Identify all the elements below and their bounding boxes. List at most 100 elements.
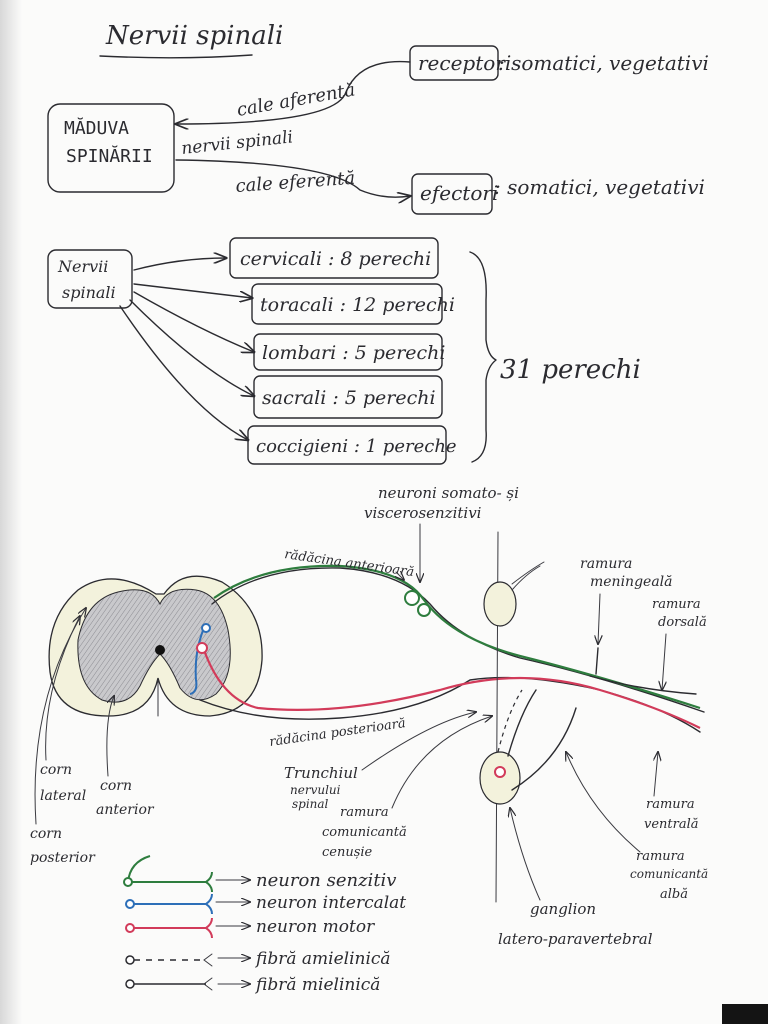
label-posterior-root: rădăcina posterioară [268,716,406,750]
classification-item-sacral: sacrali : 5 perechi [262,387,436,409]
receptors-label: receptori [418,51,511,75]
classification-arrow-coccygeal [119,305,248,440]
label-white-ramus-3: albă [660,887,688,902]
effectors-types: : somatici, vegetativi [494,175,705,199]
label-ganglion-2: latero-paravertebral [498,930,653,948]
label-dorsal-branch-2: dorsală [658,615,707,630]
classification-brace [469,251,497,463]
label-ganglion-1: ganglion [530,900,596,918]
label-trunk-2: nervului [290,783,341,797]
legend: neuron senzitiv neuron intercalat neuron… [123,855,406,995]
meningeal-branch [595,647,599,675]
label-sensory-neurons-2: viscerosenzitivi [364,504,482,522]
efferent-path-arrow [175,159,410,197]
classification-item-coccygeal: coccigieni : 1 pereche [256,436,457,457]
anterior-root-outline [211,567,705,713]
ganglion-rootlets [511,561,545,591]
pointer-anterior-root [396,572,404,580]
title-underline [99,54,253,59]
spinal-nerves-label: nervii spinali [180,127,294,159]
classification-total: 31 perechi [500,355,641,385]
classification-item-cervical-box [229,237,439,279]
label-white-ramus-1: ramura [636,849,685,864]
label-grey-ramus-3: cenușie [322,845,373,860]
spinal-cord-label-1: MĂDUVA [64,117,129,139]
label-trunk-3: spinal [292,797,329,811]
motor-neuron-cell [196,642,208,654]
pointer-anterior-horn [106,696,114,777]
spinal-cord-box [47,103,175,193]
legend-label-amyelinic: fibră amielinică [254,949,391,969]
label-anterior-horn-1: corn [100,778,132,794]
interneuron-cell [201,623,211,633]
effectors-label: efectori [420,181,498,205]
classification-item-thoracic-box [251,283,443,325]
pointer-grey-ramus [391,716,492,809]
dorsal-branch [589,675,697,695]
classification-item-coccygeal-box [247,425,447,465]
spinal-cord-label-2: SPINĂRII [66,145,153,167]
afferent-path-arrow [176,60,411,124]
page-title: Nervii spinali [105,21,283,51]
label-lateral-horn-2: lateral [40,788,86,804]
motor-neuron-fiber [202,649,701,729]
label-ventral-branch-1: ramura [646,797,695,812]
pointer-ventral-branch [654,752,658,797]
classification-arrow-sacral [129,299,254,396]
classification-item-sacral-box [253,375,443,419]
label-grey-ramus-1: ramura [340,805,389,820]
sensory-ganglion-cell-2 [417,603,431,617]
classification-arrow-cervical [133,258,226,271]
receptors-box [409,45,499,81]
legend-swatch-motor [130,917,213,939]
white-ramus [511,707,577,791]
grey-ramus-dashed [497,689,523,753]
page-corner-mark [722,1004,768,1024]
legend-label-interneuron: neuron intercalat [256,893,406,913]
legend-label-myelinic: fibră mielinică [254,975,380,995]
label-meningeal-branch-1: ramura [580,556,632,572]
spinal-nerves-root-label-1: Nervii [57,257,108,276]
classification-item-lumbar-box [253,333,443,371]
pointer-trunk [361,712,476,771]
legend-swatch-sensory [127,855,213,893]
label-posterior-horn-2: posterior [30,850,96,866]
label-grey-ramus-2: comunicantă [322,825,407,840]
effectors-box [411,173,493,215]
label-anterior-horn-2: anterior [96,802,155,818]
label-white-ramus-2: comunicantă [630,867,708,881]
dorsal-root-ganglion [483,581,517,627]
classification-item-cervical: cervicali : 8 perechi [240,248,431,270]
label-ventral-branch-2: ventrală [644,817,699,832]
afferent-label: cale aferentă [235,79,357,120]
label-meningeal-branch-2: meningeală [590,574,673,590]
pointer-white-ramus [566,752,641,853]
pointer-dorsal-branch [662,633,666,690]
sensory-neuron-fiber [213,564,701,710]
classification-arrow-lumbar [133,291,254,352]
legend-swatch-interneuron [130,893,213,915]
label-dorsal-branch-1: ramura [652,597,701,612]
label-sensory-neurons-1: neuroni somato- și [378,484,519,502]
spinal-cord-cross-section [48,575,263,717]
legend-label-sensory: neuron senzitiv [256,870,396,891]
legend-label-motor: neuron motor [256,917,375,937]
paravertebral-ganglion-cell [494,766,506,778]
classification-item-thoracic: toracali : 12 perechi [260,294,455,316]
spinal-nerves-root-box [47,249,133,309]
efferent-label: cale eferentă [235,168,356,197]
label-posterior-horn-1: corn [30,826,62,842]
pointer-ganglion [510,808,541,901]
label-trunk-1: Trunchiul [284,764,358,782]
page-margin-shadow [0,0,22,1024]
pointer-meningeal-branch [598,593,600,644]
grey-ramus [507,689,537,757]
classification-item-lumbar: lombari : 5 perechi [262,342,445,364]
sensory-ganglion-cell-1 [404,590,420,606]
pointer-posterior-horn [34,608,86,825]
spinal-nerves-root-label-2: spinali [62,283,116,302]
label-lateral-horn-1: corn [40,762,72,778]
receptors-types: : somatici, vegetativi [498,51,709,75]
